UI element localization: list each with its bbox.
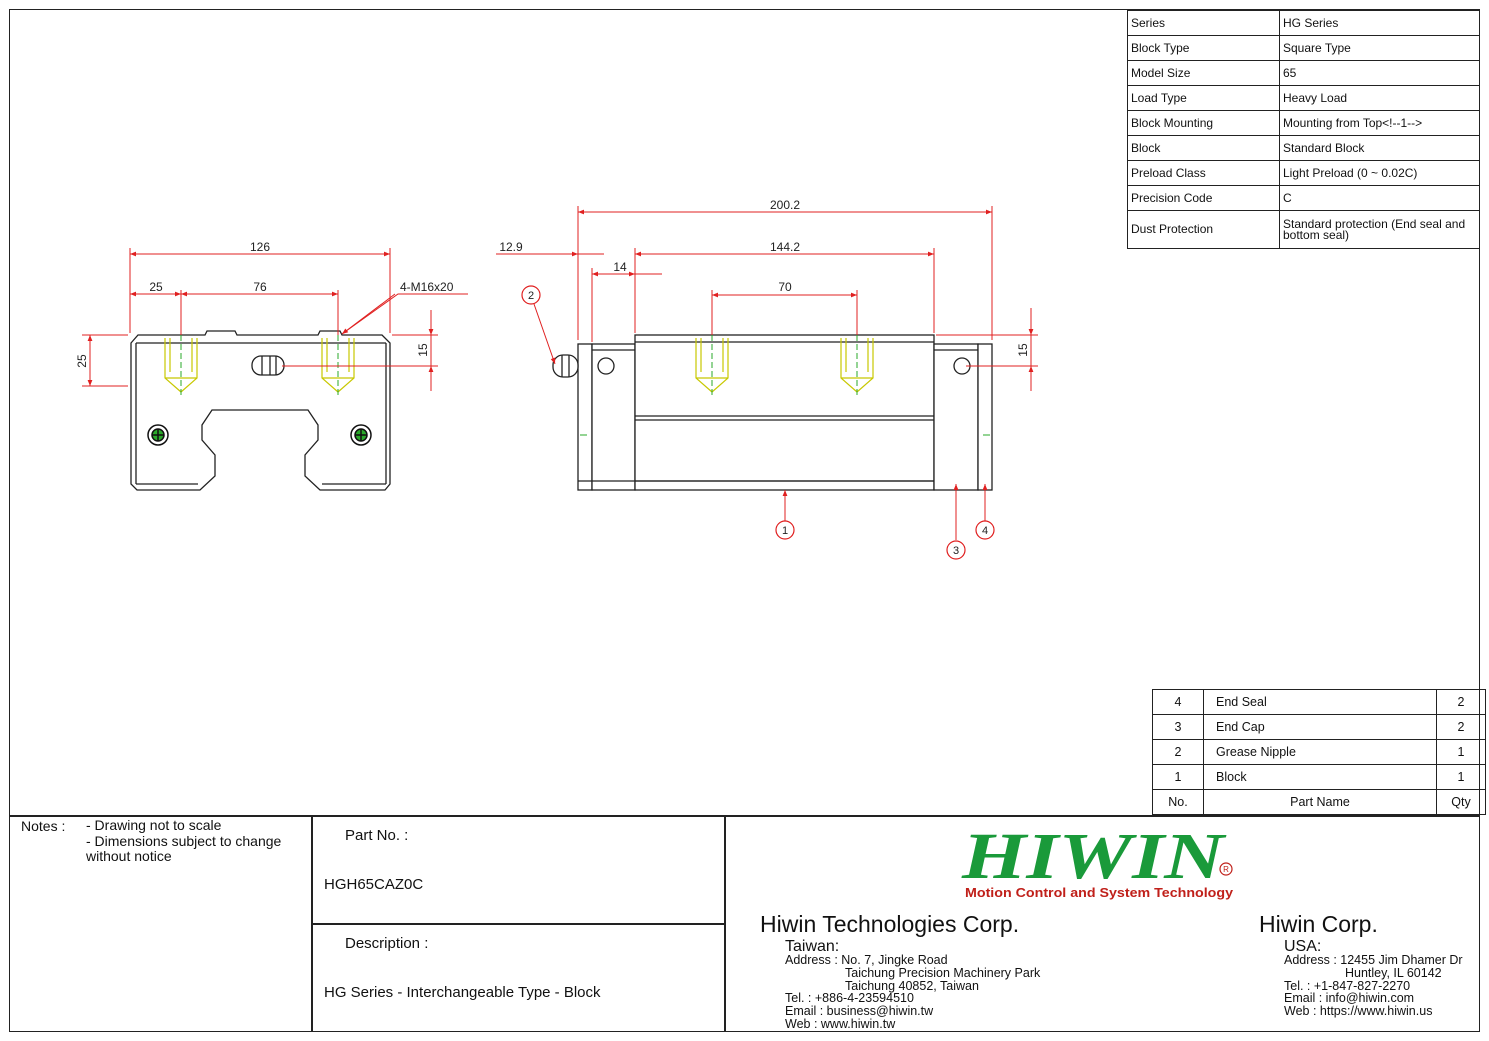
balloon-3: 3 bbox=[953, 545, 959, 557]
dim-side-nipple: 12.9 bbox=[499, 240, 523, 254]
description-label: Description : bbox=[345, 935, 429, 952]
part-no-value: HGH65CAZ0C bbox=[324, 876, 424, 893]
divider bbox=[311, 923, 725, 925]
email-line: Email : business@hiwin.tw bbox=[785, 1004, 934, 1019]
dim-side-hole-depth: 15 bbox=[1016, 343, 1030, 357]
notes-label: Notes : bbox=[21, 818, 66, 834]
dim-front-left: 25 bbox=[149, 280, 163, 294]
balloon-1: 1 bbox=[782, 525, 788, 537]
logo-tagline: Motion Control and System Technology bbox=[965, 886, 1233, 900]
side-thread-holes bbox=[695, 338, 874, 393]
drawing-frame bbox=[9, 9, 1480, 1032]
web-line: Web : www.hiwin.tw bbox=[785, 1016, 896, 1031]
spec-value: Heavy Load bbox=[1279, 85, 1480, 111]
spec-value: HG Series bbox=[1279, 10, 1480, 36]
spec-key: Preload Class bbox=[1127, 160, 1280, 186]
spec-key: Dust Protection bbox=[1127, 210, 1280, 249]
part-name: Block bbox=[1203, 764, 1437, 790]
note-line: - Dimensions subject to change bbox=[86, 832, 282, 849]
phone-line: Tel. : +886-4-23594510 bbox=[785, 991, 914, 1006]
taiwan-company: Hiwin Technologies Corp. bbox=[760, 911, 1020, 937]
notes-text: - Drawing not to scale- Dimensions subje… bbox=[86, 817, 282, 865]
part-no-label: Part No. : bbox=[345, 827, 409, 844]
note-line: - Drawing not to scale bbox=[86, 817, 222, 833]
dim-side-hole-pitch: 70 bbox=[778, 280, 792, 294]
web-line: Web : https://www.hiwin.us bbox=[1284, 1004, 1433, 1019]
usa-address: Address : 12455 Jim Dhamer Dr Huntley, I… bbox=[1284, 954, 1463, 1018]
dim-front-width: 126 bbox=[250, 240, 270, 254]
address-line: Huntley, IL 60142 bbox=[1345, 965, 1442, 980]
side-view bbox=[552, 334, 993, 491]
hiwin-logo: HIWIN R Motion Control and System Techno… bbox=[961, 820, 1233, 900]
balloon-4: 4 bbox=[982, 525, 988, 537]
dim-front-hole-pitch: 76 bbox=[253, 280, 267, 294]
front-thread-holes bbox=[164, 338, 355, 393]
spec-key: Precision Code bbox=[1127, 185, 1280, 211]
address-line: Taichung 40852, Taiwan bbox=[845, 978, 979, 993]
header-no: No. bbox=[1152, 789, 1204, 815]
spec-key: Block Mounting bbox=[1127, 110, 1280, 136]
part-name: End Cap bbox=[1203, 714, 1437, 740]
part-number: 4 bbox=[1152, 689, 1204, 715]
divider bbox=[9, 815, 1480, 817]
dim-front-hole-depth: 15 bbox=[416, 343, 430, 357]
dim-side-overall: 200.2 bbox=[770, 198, 800, 212]
note-line: without notice bbox=[86, 848, 172, 864]
address-line: Address : No. 7, Jingke Road bbox=[785, 953, 948, 967]
part-qty: 1 bbox=[1436, 764, 1486, 790]
taiwan-region: Taiwan: bbox=[785, 938, 840, 955]
side-dimensions bbox=[496, 206, 1038, 540]
front-view bbox=[130, 330, 391, 491]
balloon-2: 2 bbox=[528, 290, 534, 302]
logo-text: HIWIN bbox=[961, 820, 1227, 893]
dim-side-endcap: 14 bbox=[613, 260, 627, 274]
usa-company: Hiwin Corp. bbox=[1259, 911, 1378, 937]
taiwan-address: Address : No. 7, Jingke Road Taichung Pr… bbox=[785, 954, 1040, 1031]
spec-value: Light Preload (0 ~ 0.02C) bbox=[1279, 160, 1480, 186]
email-line: Email : info@hiwin.com bbox=[1284, 991, 1415, 1006]
spec-value: Standard protection (End seal and bottom… bbox=[1279, 210, 1480, 249]
screw-icon bbox=[147, 424, 372, 446]
phone-line: Tel. : +1-847-827-2270 bbox=[1284, 978, 1411, 993]
usa-region: USA: bbox=[1284, 938, 1322, 955]
address-line: Address : 12455 Jim Dhamer Dr bbox=[1284, 953, 1463, 967]
front-dimensions bbox=[82, 248, 468, 391]
header-qty: Qty bbox=[1436, 789, 1486, 815]
part-qty: 1 bbox=[1436, 739, 1486, 765]
dim-side-body: 144.2 bbox=[770, 240, 800, 254]
description-value: HG Series - Interchangeable Type - Block bbox=[324, 984, 601, 1001]
dim-front-height: 25 bbox=[75, 354, 89, 368]
spec-key: Block bbox=[1127, 135, 1280, 161]
balloons bbox=[521, 285, 995, 560]
part-qty: 2 bbox=[1436, 714, 1486, 740]
address-line: Taichung Precision Machinery Park bbox=[845, 965, 1041, 980]
logo-registered: R bbox=[1223, 865, 1229, 874]
dim-thread-callout: 4-M16x20 bbox=[400, 280, 454, 294]
